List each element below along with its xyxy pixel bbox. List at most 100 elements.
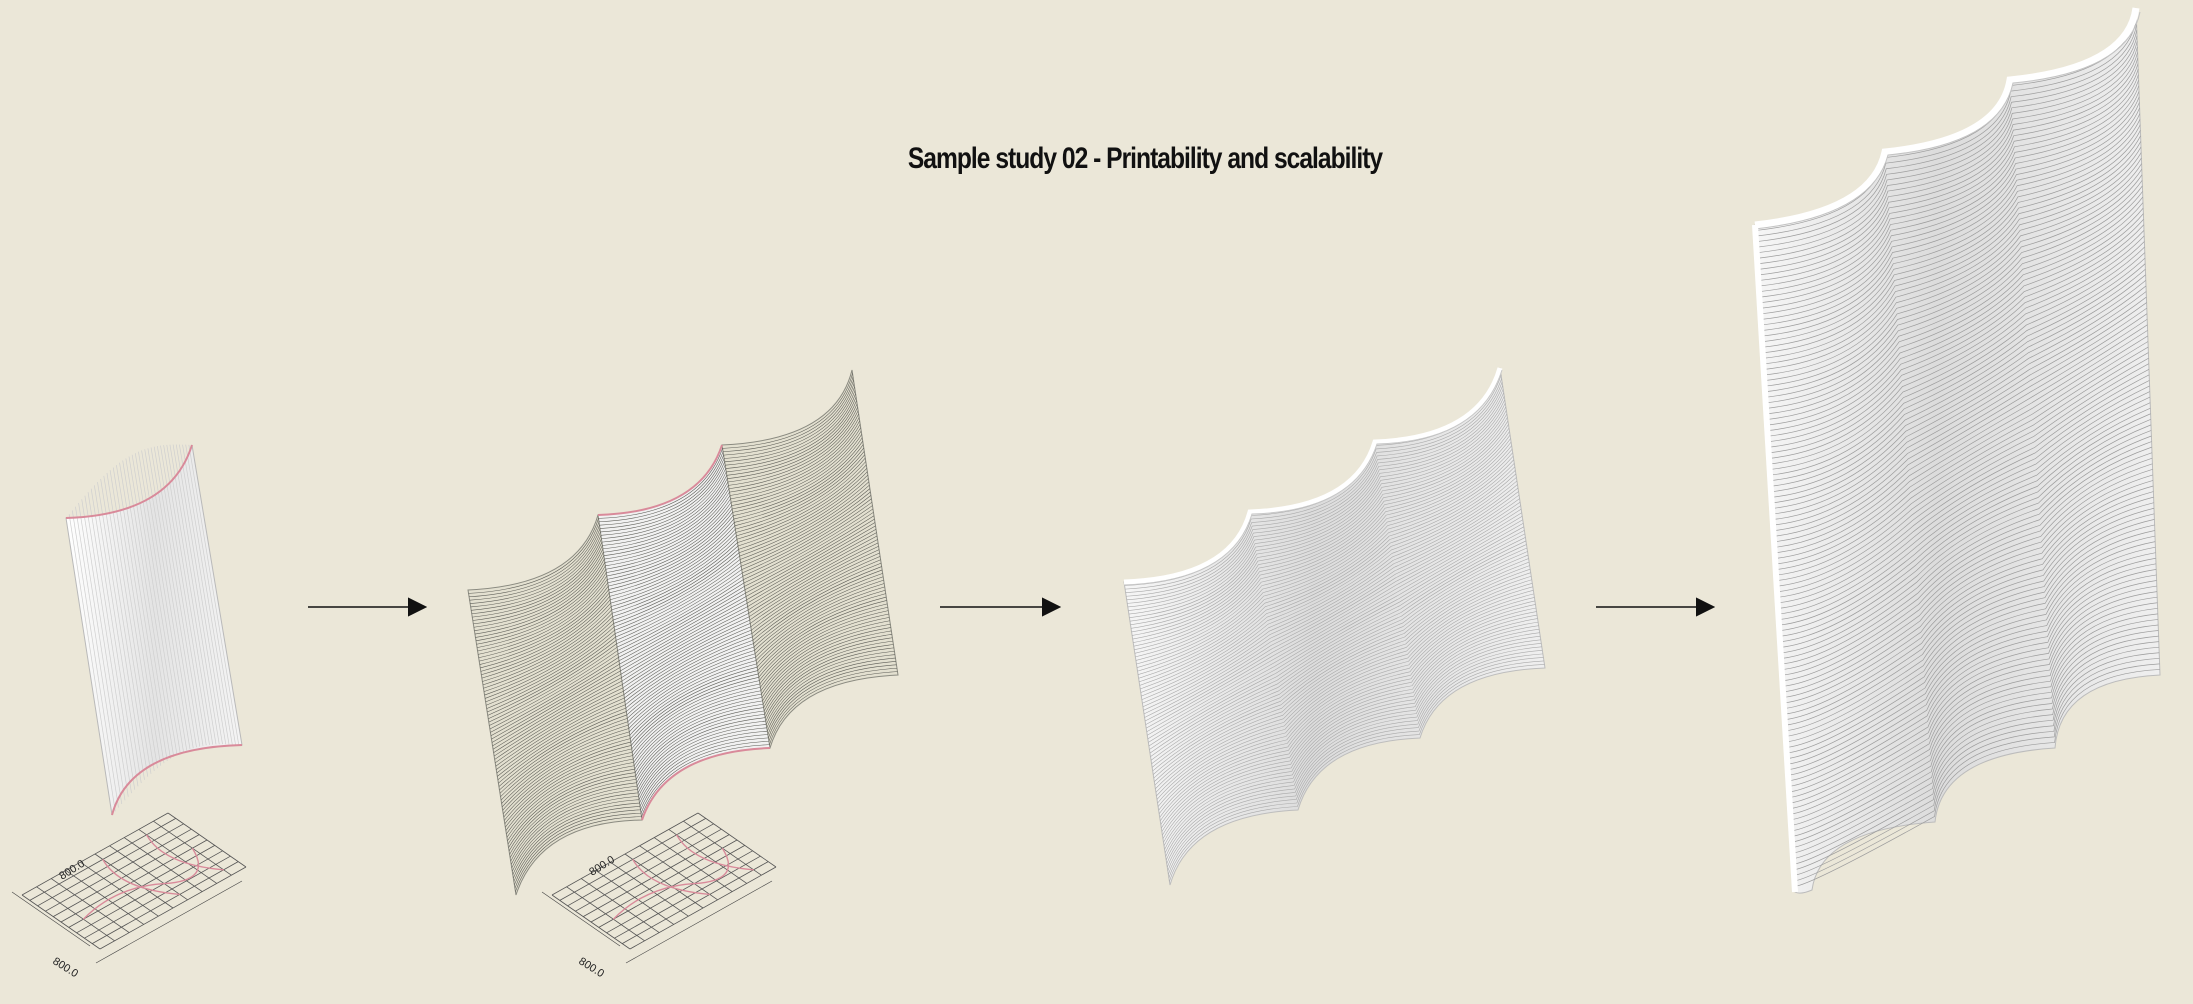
toolpath-layer-line: [490, 512, 874, 733]
grid-curve: [675, 834, 754, 871]
grid-line: [697, 812, 777, 868]
module-layer-line: [153, 446, 204, 746]
wall-layer-line: [1765, 180, 2143, 398]
wall-layer-line: [1790, 596, 2158, 815]
wall-layer-line: [1774, 330, 2148, 548]
module-layer-line: [157, 446, 207, 746]
toolpath-layer-line: [498, 566, 882, 787]
toolpath-layer-line: [505, 606, 888, 828]
module-layer-line: [106, 472, 155, 771]
wall-layer-line: [1764, 163, 2142, 381]
toolpath-layer-line: [484, 474, 869, 696]
wall-layer-line: [1772, 296, 2147, 515]
printed-layer-line: [1161, 614, 1538, 832]
grid-line: [109, 845, 188, 901]
printed-layer-line: [1142, 491, 1519, 708]
wall-layer-line: [1769, 257, 2146, 476]
toolpath-layer-line: [505, 610, 889, 831]
wall-layer-line: [1779, 418, 2151, 637]
toolpath-layer-line: [487, 491, 871, 713]
wall-layer-line: [1766, 202, 2144, 420]
grid-line: [614, 855, 761, 939]
toolpath-layer-line: [485, 481, 870, 703]
wall-layer-line: [1763, 152, 2142, 370]
wall-layer-line: [1758, 74, 2139, 293]
printed-layer-line: [1133, 427, 1510, 643]
printed-layer-line: [1162, 618, 1538, 836]
toolpath-layer-line: [484, 478, 869, 699]
printed-layer-line: [1165, 642, 1542, 861]
wall-layer-line: [1780, 430, 2152, 648]
wall-layer-line: [1765, 185, 2143, 404]
wall-layer-line: [1766, 196, 2144, 415]
module-layer-line: [81, 499, 129, 797]
wall-layer-line: [1772, 307, 2148, 526]
wall-layer-line: [1776, 368, 2150, 587]
toolpath-layer-line: [509, 634, 892, 855]
toolpath-layer-line: [492, 529, 877, 750]
toolpath-layer-line: [510, 640, 893, 862]
printed-layer-line: [1148, 526, 1524, 743]
grid-plan-2: 800.0 800.0: [541, 812, 777, 980]
wall-top-edge: [1754, 7, 2140, 229]
toolpath-layer-line: [469, 376, 854, 598]
wall-layer-line: [1786, 535, 2156, 754]
toolpath-layer-line: [495, 542, 879, 764]
toolpath-layer-line: [486, 485, 870, 706]
module-layer-line: [84, 495, 132, 794]
grid-line: [639, 845, 718, 901]
wall-layer-line: [1761, 124, 2141, 343]
wall-layer-line: [1765, 191, 2143, 409]
toolpath-layer-line: [481, 457, 866, 679]
wall-layer-line: [1774, 341, 2149, 559]
printed-layer-line: [1155, 575, 1532, 793]
toolpath-layer-line: [481, 454, 865, 675]
grid-width-label: 800.0: [57, 858, 87, 883]
toolpath-layer-line: [506, 617, 890, 838]
printed-layer-line: [1164, 635, 1541, 854]
wall-layer-line: [1777, 385, 2150, 604]
module-layer-line: [134, 453, 184, 752]
module-surface: [65, 444, 243, 816]
module-layer-line: [147, 448, 197, 748]
printed-layer-line: [1140, 477, 1517, 693]
printed-layer-line: [1147, 519, 1523, 736]
wall-layer-line: [1771, 291, 2147, 509]
printed-layer-line: [1140, 473, 1517, 690]
printed-layer-line: [1129, 406, 1507, 622]
printed-layer-line: [1131, 417, 1508, 633]
printed-layer-line: [1150, 540, 1527, 757]
printed-layer-line: [1145, 508, 1522, 725]
printed-top-edge-outline: [1123, 369, 1503, 586]
wall-layer-line: [1758, 63, 2139, 281]
module-layer-line: [138, 451, 188, 751]
toolpath-layer-line: [479, 444, 864, 665]
printed-layer-line: [1169, 664, 1545, 882]
toolpath-layer-lines: [468, 373, 898, 892]
printed-layer-line: [1157, 586, 1533, 804]
stage-3-printed-layers: [1123, 367, 1546, 886]
toolpath-layer-line: [508, 630, 892, 852]
toolpath-layer-line: [512, 654, 895, 875]
printed-layer-line: [1137, 456, 1514, 672]
wall-layer-line: [1770, 268, 2146, 487]
printed-layer-line: [1149, 537, 1526, 754]
printed-layer-line: [1129, 403, 1506, 618]
wall-layer-line: [1770, 274, 2146, 493]
wall-layer-line: [1784, 502, 2154, 721]
printed-layer-line: [1146, 515, 1523, 732]
toolpath-layer-line: [497, 559, 881, 780]
toolpath-layer-line: [498, 562, 882, 784]
grid-depth-label: 800.0: [50, 955, 80, 980]
toolpath-layer-line: [503, 596, 887, 818]
printed-layer-line: [1135, 445, 1512, 661]
dimension-line: [541, 891, 621, 947]
printed-layer-line: [1153, 558, 1529, 775]
wall-layer-line: [1785, 519, 2155, 737]
module-layer-line: [141, 450, 191, 750]
printed-layer-line: [1130, 413, 1508, 629]
wall-layer-line: [1782, 463, 2153, 682]
toolpath-layer-line: [470, 386, 855, 608]
printed-layer-line: [1136, 448, 1513, 665]
toolpath-layer-line: [506, 613, 889, 835]
